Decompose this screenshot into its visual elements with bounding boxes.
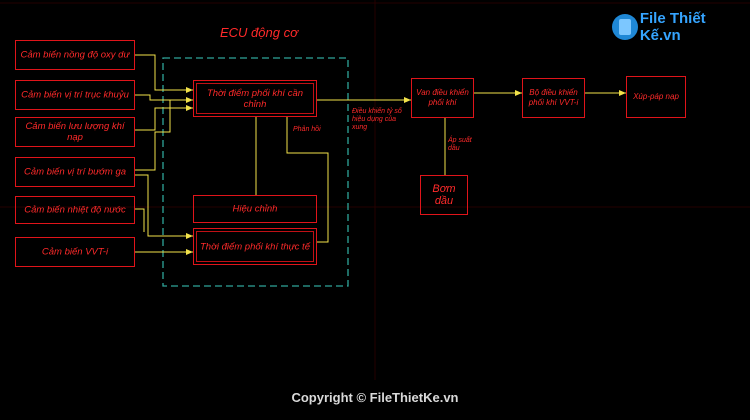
target-timing-label: Thời điểm phối khí cần chỉnh bbox=[206, 87, 304, 110]
vvt-controller-label: Bộ điều khiển phối khí VVT-i bbox=[528, 88, 579, 107]
correction-label: Hiệu chỉnh bbox=[232, 203, 278, 215]
sensor-oxygen-label: Cảm biến nồng độ oxy dư bbox=[20, 49, 130, 61]
ecu-boundary bbox=[162, 57, 349, 287]
sensor-oxygen-box: Cảm biến nồng độ oxy dư bbox=[15, 40, 135, 70]
intake-valve-box: Xúp-páp nạp bbox=[626, 76, 686, 118]
site-logo: File Thiết Kế.vn bbox=[612, 10, 750, 44]
logo-icon bbox=[612, 14, 638, 40]
ecu-title: ECU động cơ bbox=[220, 25, 298, 40]
sensor-crank-box: Cảm biến vị trí trục khuỷu bbox=[15, 80, 135, 110]
feedback-label: Phản hồi bbox=[293, 126, 321, 133]
sensor-throttle-box: Cảm biến vị trí bướm ga bbox=[15, 157, 135, 187]
control-valve-label: Van điều khiển phối khí bbox=[416, 88, 469, 107]
vvt-controller-box: Bộ điều khiển phối khí VVT-i bbox=[522, 78, 585, 118]
sensor-coolant-label: Cảm biến nhiệt độ nước bbox=[24, 204, 126, 216]
sensor-crank-label: Cảm biến vị trí trục khuỷu bbox=[21, 89, 129, 101]
logo-text: File Thiết Kế.vn bbox=[639, 10, 706, 44]
actual-timing-box: Thời điểm phối khí thực tế bbox=[193, 228, 317, 265]
background-grid bbox=[0, 0, 750, 380]
correction-box: Hiệu chỉnh bbox=[193, 195, 317, 223]
sensor-signal-lines bbox=[135, 54, 626, 253]
actual-timing-label: Thời điểm phối khí thực tế bbox=[200, 241, 310, 252]
control-valve-box: Van điều khiển phối khí bbox=[411, 78, 474, 118]
arrow-heads bbox=[186, 87, 626, 255]
sensor-coolant-box: Cảm biến nhiệt độ nước bbox=[15, 196, 135, 224]
sensor-vvt-label: Cảm biến VVT-i bbox=[41, 246, 109, 258]
target-timing-box: Thời điểm phối khí cần chỉnh bbox=[193, 80, 317, 117]
intake-valve-label: Xúp-páp nạp bbox=[633, 92, 679, 101]
sensor-vvt-box: Cảm biến VVT-i bbox=[15, 237, 135, 267]
actual-timing-inner bbox=[196, 231, 314, 262]
copyright-text: Copyright © FileThietKe.vn bbox=[291, 390, 459, 405]
oil-pump-box: Bơm dầu bbox=[420, 175, 468, 215]
target-timing-inner bbox=[196, 83, 314, 114]
oil-pump-label: Bơm dầu bbox=[432, 183, 456, 207]
sensor-airflow-label: Cảm biến lưu lượng khí nạp bbox=[25, 121, 125, 143]
sensor-throttle-label: Cảm biến vị trí bướm ga bbox=[23, 166, 127, 178]
oil-pressure-label: Áp suất dầu bbox=[448, 137, 472, 152]
duty-signal-label: Điều khiển tỷ số hiệu dụng của xung bbox=[352, 108, 402, 131]
sensor-airflow-box: Cảm biến lưu lượng khí nạp bbox=[15, 117, 135, 147]
